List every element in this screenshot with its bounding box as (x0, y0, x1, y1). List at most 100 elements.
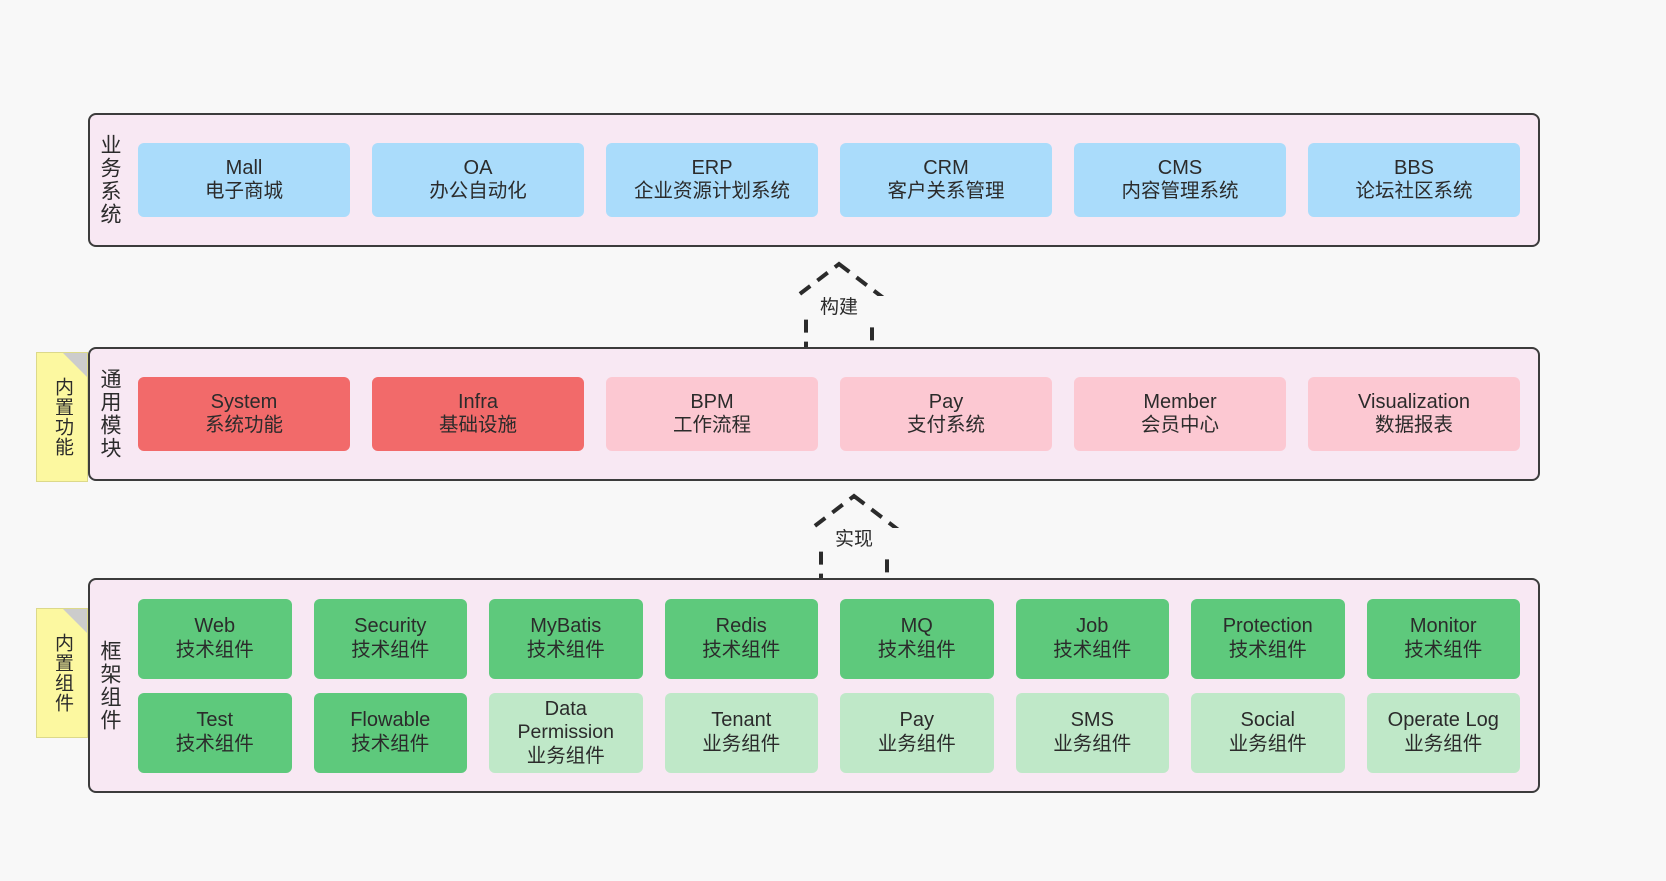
card-subtitle: 论坛社区系统 (1355, 180, 1473, 203)
card-member[interactable]: Member 会员中心 (1074, 377, 1286, 451)
note-fold-corner (63, 609, 87, 633)
note-builtin-component: 内置组件 (36, 608, 88, 738)
card-title: SMS (1070, 709, 1114, 732)
card-social[interactable]: Social 业务组件 (1191, 692, 1345, 773)
card-subtitle: 企业资源计划系统 (633, 180, 790, 203)
card-mybatis[interactable]: MyBatis 技术组件 (489, 598, 643, 679)
card-system[interactable]: System 系统功能 (138, 377, 350, 451)
card-subtitle: 技术组件 (351, 732, 430, 755)
card-title: Member (1143, 390, 1217, 413)
card-title: MQ (900, 615, 933, 638)
card-subtitle: 业务组件 (526, 744, 605, 767)
card-title: Protection (1222, 615, 1313, 638)
card-title: CMS (1157, 156, 1203, 179)
card-job[interactable]: Job 技术组件 (1015, 598, 1169, 679)
card-flowable[interactable]: Flowable 技术组件 (313, 692, 467, 773)
card-title: Web (194, 615, 236, 638)
card-row: Mall 电子商城 OA 办公自动化 ERP 企业资源计划系统 CRM 客户关系… (138, 143, 1520, 217)
card-subtitle: 技术组件 (1228, 638, 1307, 661)
card-title: Mall (225, 156, 263, 179)
card-subtitle: 客户关系管理 (887, 180, 1005, 203)
card-subtitle: 内容管理系统 (1121, 180, 1239, 203)
card-protection[interactable]: Protection 技术组件 (1191, 598, 1345, 679)
note-label: 内置功能 (51, 377, 73, 457)
card-subtitle: 业务组件 (877, 732, 956, 755)
card-redis[interactable]: Redis 技术组件 (664, 598, 818, 679)
card-title: Test (196, 709, 234, 732)
connector-label-build: 构建 (764, 296, 914, 319)
layer-title-business: 业务系统 (98, 134, 122, 226)
card-title: Operate Log (1387, 709, 1499, 732)
card-row: Web 技术组件 Security 技术组件 MyBatis 技术组件 Redi… (138, 598, 1520, 679)
layer-body-common-module: System 系统功能 Infra 基础设施 BPM 工作流程 Pay 支付系统… (128, 349, 1538, 479)
connector-implement: 实现 (779, 490, 929, 586)
card-row: System 系统功能 Infra 基础设施 BPM 工作流程 Pay 支付系统… (138, 377, 1520, 451)
card-title: Job (1076, 615, 1109, 638)
card-title: ERP (691, 156, 733, 179)
card-monitor[interactable]: Monitor 技术组件 (1366, 598, 1520, 679)
card-oa[interactable]: OA 办公自动化 (372, 143, 584, 217)
card-operate-log[interactable]: Operate Log 业务组件 (1366, 692, 1520, 773)
card-title: MyBatis (530, 615, 602, 638)
card-subtitle: 工作流程 (672, 414, 751, 437)
card-title: BPM (690, 390, 734, 413)
card-data-permission[interactable]: Data Permission 业务组件 (489, 692, 643, 773)
card-subtitle: 业务组件 (1228, 732, 1307, 755)
card-subtitle: 技术组件 (175, 638, 254, 661)
card-subtitle: 数据报表 (1374, 414, 1453, 437)
layer-body-framework: Web 技术组件 Security 技术组件 MyBatis 技术组件 Redi… (128, 580, 1538, 791)
card-pay-module[interactable]: Pay 支付系统 (840, 377, 1052, 451)
card-subtitle: 会员中心 (1140, 414, 1219, 437)
connector-label-implement: 实现 (779, 528, 929, 551)
card-web[interactable]: Web 技术组件 (138, 598, 292, 679)
card-tenant[interactable]: Tenant 业务组件 (664, 692, 818, 773)
card-subtitle: 基础设施 (438, 414, 517, 437)
layer-business-system: 业务系统 Mall 电子商城 OA 办公自动化 ERP 企业资源计划系统 CRM… (88, 113, 1540, 247)
card-test[interactable]: Test 技术组件 (138, 692, 292, 773)
layer-title-common-module: 通用模块 (98, 368, 122, 460)
card-subtitle: 业务组件 (1404, 732, 1483, 755)
layer-common-module: 通用模块 System 系统功能 Infra 基础设施 BPM 工作流程 Pay… (88, 347, 1540, 481)
card-title: Monitor (1409, 615, 1477, 638)
layer-framework-component: 框架组件 Web 技术组件 Security 技术组件 MyBatis 技术组件… (88, 578, 1540, 793)
card-title-cont: Permission (517, 720, 614, 743)
card-subtitle: 技术组件 (175, 732, 254, 755)
card-title: Security (354, 615, 427, 638)
card-bbs[interactable]: BBS 论坛社区系统 (1308, 143, 1520, 217)
card-sms[interactable]: SMS 业务组件 (1015, 692, 1169, 773)
card-bpm[interactable]: BPM 工作流程 (606, 377, 818, 451)
card-subtitle: 技术组件 (877, 638, 956, 661)
card-crm[interactable]: CRM 客户关系管理 (840, 143, 1052, 217)
card-title: Tenant (711, 709, 772, 732)
note-builtin-function: 内置功能 (36, 352, 88, 482)
card-subtitle: 支付系统 (906, 414, 985, 437)
card-visualization[interactable]: Visualization 数据报表 (1308, 377, 1520, 451)
card-mq[interactable]: MQ 技术组件 (840, 598, 994, 679)
card-mall[interactable]: Mall 电子商城 (138, 143, 350, 217)
card-title: Data (544, 697, 587, 720)
card-subtitle: 业务组件 (1053, 732, 1132, 755)
card-title: System (210, 390, 278, 413)
card-subtitle: 技术组件 (702, 638, 781, 661)
card-title: Infra (457, 390, 499, 413)
card-security[interactable]: Security 技术组件 (313, 598, 467, 679)
card-title: Social (1240, 709, 1295, 732)
card-subtitle: 技术组件 (351, 638, 430, 661)
card-infra[interactable]: Infra 基础设施 (372, 377, 584, 451)
card-title: OA (463, 156, 493, 179)
card-title: Redis (715, 615, 767, 638)
card-title: Pay (928, 390, 964, 413)
card-title: Pay (899, 709, 934, 732)
card-title: Visualization (1358, 390, 1470, 413)
card-pay-component[interactable]: Pay 业务组件 (840, 692, 994, 773)
card-subtitle: 电子商城 (204, 180, 283, 203)
card-subtitle: 业务组件 (702, 732, 781, 755)
card-subtitle: 技术组件 (526, 638, 605, 661)
card-cms[interactable]: CMS 内容管理系统 (1074, 143, 1286, 217)
card-title: CRM (923, 156, 969, 179)
card-subtitle: 办公自动化 (429, 180, 527, 203)
connector-build: 构建 (764, 258, 914, 354)
card-erp[interactable]: ERP 企业资源计划系统 (606, 143, 818, 217)
note-fold-corner (63, 353, 87, 377)
